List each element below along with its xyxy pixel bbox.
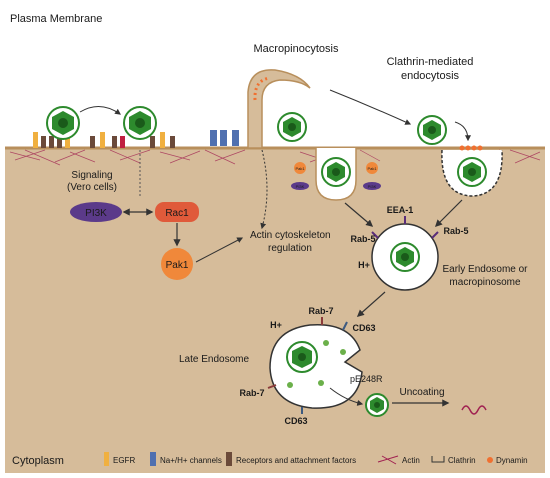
plasma-membrane-label: Plasma Membrane [10,13,102,25]
svg-text:PI3K: PI3K [85,208,107,219]
virus-in-pit [457,157,487,187]
legend-actin-swatch [377,455,399,465]
legend-dynamin-label: Dynamin [496,456,528,465]
actin-regulation-line2: regulation [268,243,312,254]
early-endosome-name-line1: Early Endosome or [442,264,528,275]
cd63-top-label: CD63 [352,323,375,333]
actin-regulation-line1: Actin cytoskeleton [250,230,331,241]
virus-motion-arrow [79,106,121,115]
legend: EGFR Na+/H+ channels Receptors and attac… [104,452,528,466]
viral-genome [461,405,487,415]
svg-text:Pak1: Pak1 [295,166,305,171]
cd63-bottom-label: CD63 [284,416,307,426]
cytoplasm-label: Cytoplasm [12,455,64,467]
pit-to-endosome-arrow [434,199,463,228]
legend-clathrin-swatch [431,456,445,463]
small-pi3k-left: PI3K [291,182,309,190]
pi3k-node: PI3K [70,202,122,222]
small-pi3k-right: PI3K [363,182,381,190]
early-hplus: H+ [358,260,370,270]
uncoating-label: Uncoating [399,387,444,398]
cytoplasm-area [5,148,545,473]
membrane-ruffle [247,69,311,149]
early-to-late-arrow [356,291,386,317]
rab7-bottom-marker [267,384,277,389]
late-hplus: H+ [270,320,282,330]
svg-text:Rac1: Rac1 [165,208,189,219]
dynamin-ring [459,145,483,151]
clathrin-bend-arrow [454,121,471,142]
late-endosome [269,323,363,409]
released-virus [365,393,389,417]
rac1-node: Rac1 [155,202,199,222]
rab7-top-label: Rab-7 [308,306,333,316]
pak1-actin-arrow [195,237,244,263]
pe248r-label: pE248R [350,374,383,384]
svg-text:PI3K: PI3K [296,184,305,189]
late-endosome-name: Late Endosome [179,354,249,365]
legend-egfr-swatch [104,452,109,466]
legend-actin-label: Actin [402,456,420,465]
svg-text:Pak1: Pak1 [166,260,189,271]
legend-nah-swatch [150,452,156,466]
small-pak1-left: Pak1 [294,162,306,174]
legend-nah-label: Na+/H+ channels [160,456,222,465]
virus-particle-2 [123,106,157,140]
rab7-bottom-label: Rab-7 [239,388,264,398]
legend-receptor-swatch [226,452,232,466]
rab5-left-label: Rab-5 [350,234,375,244]
signaling-title-line2: (Vero cells) [67,182,117,193]
macropinocytosis-label: Macropinocytosis [254,43,339,55]
virus-particle-1 [46,106,80,140]
legend-receptor-label: Receptors and attachment factors [236,456,356,465]
svg-text:PI3K: PI3K [368,184,377,189]
svg-text:Pak1: Pak1 [367,166,377,171]
rab5-right-label: Rab-5 [443,226,468,236]
cup-to-endosome-arrow [344,202,374,227]
virus-in-late-endosome [286,341,318,373]
ruffle-dynamin-dots [253,76,271,101]
virus-in-ruffle [277,112,307,142]
legend-clathrin-label: Clathrin [448,456,476,465]
receptor-cluster-left [33,132,175,148]
small-pak1-right: Pak1 [366,162,378,174]
virus-clathrin-entry [417,115,447,145]
ruffle-to-clathrin-arrow [329,89,412,125]
intraluminal-vesicles [287,340,346,388]
eea1-label: EEA-1 [387,205,414,215]
clathrin-label-line2: endocytosis [401,70,460,82]
early-endosome-name-line2: macropinosome [449,277,521,288]
virus-in-cup [321,157,351,187]
legend-dynamin-swatch [487,457,493,463]
exit-arrow [329,387,364,406]
legend-egfr-label: EGFR [113,456,135,465]
early-endosome [371,216,439,291]
signaling-title-line1: Signaling [71,170,112,181]
clathrin-label-line1: Clathrin-mediated [387,56,474,68]
cd63-top-marker [342,321,348,331]
nah-channels-membrane [210,130,239,146]
pak1-node: Pak1 [161,248,193,280]
